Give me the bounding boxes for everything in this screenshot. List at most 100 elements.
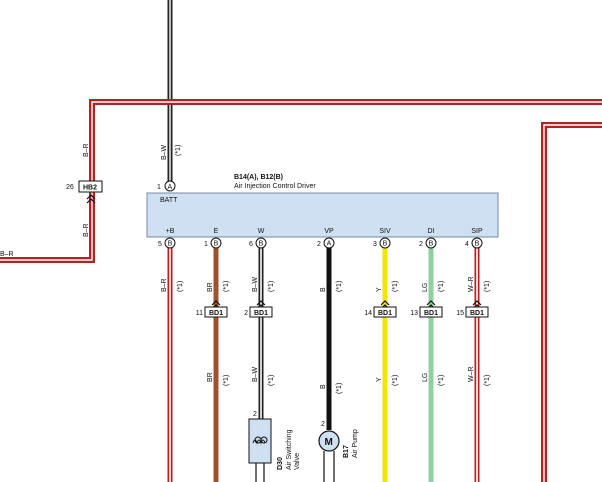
ecu-pin-letter: B — [383, 241, 388, 248]
wire-color-label: Y — [376, 287, 383, 292]
junction-wire-label: Y — [376, 377, 383, 382]
right-border-wire — [541, 122, 602, 482]
ecu-pin-letter: B — [429, 241, 434, 248]
pin-circle — [471, 237, 483, 249]
pin-circle — [425, 237, 437, 249]
pin-circle — [210, 237, 222, 249]
wire-color-label: LG — [422, 283, 429, 292]
vp-wire-lower-label: B — [320, 384, 327, 389]
junction-box — [249, 306, 273, 318]
junction-box — [419, 306, 443, 318]
batt-pin-marker: A — [164, 180, 176, 192]
ecu-pin-letter: B — [475, 241, 480, 248]
junction-pin-number: 2 — [244, 310, 248, 317]
valve-code: D30 — [277, 457, 284, 470]
wire-color-label: BR — [207, 282, 214, 292]
ecu-pin-number: 1 — [204, 241, 208, 248]
pin-circle — [255, 237, 267, 249]
ecu-box — [146, 192, 499, 238]
ecu-pin-letter: A — [327, 241, 332, 248]
hb2-wire-top-label: B–R — [83, 143, 90, 157]
junction-wire-label: W–R — [468, 366, 475, 382]
ecu-name: Air Injection Control Driver — [234, 183, 316, 190]
wire-color-label: W–R — [468, 276, 475, 292]
junction-wire-ref: (*1) — [438, 375, 445, 386]
bd1-junction: BD1 15W–R (*1) — [456, 300, 491, 386]
ecu-code: B14(A), B12(B) — [234, 174, 283, 181]
vp-wire-lower-ref: (*1) — [336, 383, 343, 394]
junction-name: BD1 — [378, 310, 392, 317]
valve-name-line2: Valve — [294, 453, 301, 470]
ecu-pin-number: 4 — [465, 241, 469, 248]
motor-symbol: M — [325, 437, 333, 448]
pump-pin-number: 2 — [321, 421, 325, 428]
wire-ref-label: (*1) — [177, 281, 184, 292]
ecu-pin-label: SIV — [379, 228, 391, 235]
wire-color-label: B–R — [161, 278, 168, 292]
valve-name-line1: Air Switching — [286, 429, 293, 470]
junction-wire-label: BR — [207, 372, 214, 382]
junction-box — [373, 306, 397, 318]
junction-wire-label: B–W — [252, 366, 259, 382]
junction-box — [465, 306, 489, 318]
pin-circle — [164, 237, 176, 249]
junction-pin-number: 14 — [364, 310, 372, 317]
ecu-pin-number: 3 — [373, 241, 377, 248]
junction-wire-ref: (*1) — [484, 375, 491, 386]
pin-circle — [379, 237, 391, 249]
batt-pin-number: 1 — [157, 184, 161, 191]
wire-ref-label: (*1) — [484, 281, 491, 292]
ecu-pin-label: SIP — [471, 228, 483, 235]
ecu-pin-label: VP — [324, 228, 334, 235]
wire-ref-label: (*1) — [336, 281, 343, 292]
ecu-pin-number: 2 — [317, 241, 321, 248]
left-wire-label: B–R — [0, 251, 14, 258]
pin-circle — [323, 237, 335, 249]
hb2-pin-number: 26 — [66, 184, 74, 191]
pump-code: B17 — [343, 445, 350, 458]
junction-wire-label: LG — [422, 373, 429, 382]
batt-wire-label: B–W — [161, 144, 168, 160]
junction-pin-number: 15 — [456, 310, 464, 317]
junction-name: BD1 — [470, 310, 484, 317]
hb2-connector-name: HB2 — [83, 185, 97, 192]
wire-ref-label: (*1) — [268, 281, 275, 292]
junction-wire-ref: (*1) — [223, 375, 230, 386]
wire-color-label: B–W — [252, 276, 259, 292]
air-pump-motor: M — [318, 430, 340, 482]
junction-name: BD1 — [254, 310, 268, 317]
junction-name: BD1 — [424, 310, 438, 317]
ecu-pin-label: +B — [166, 228, 175, 235]
ecu-pin-letter: B — [259, 241, 264, 248]
ecu-pin-number: 6 — [249, 241, 253, 248]
pump-name: Air Pump — [352, 429, 359, 458]
hb2-connector: HB2 — [78, 180, 103, 204]
bd1-junction: BD1 14Y (*1) — [364, 300, 399, 386]
wire-ref-label: (*1) — [438, 281, 445, 292]
batt-wire-ref: (*1) — [175, 145, 182, 156]
junction-pin-number: 13 — [410, 310, 418, 317]
ecu-batt-label: BATT — [160, 197, 178, 204]
wire-color-label: B — [320, 287, 327, 292]
junction-name: BD1 — [209, 310, 223, 317]
hb2-wire-bottom-label: B–R — [83, 223, 90, 237]
air-switching-valve — [248, 418, 272, 482]
wire-ref-label: (*1) — [392, 281, 399, 292]
junction-wire-ref: (*1) — [392, 375, 399, 386]
ecu-pin-number: 2 — [419, 241, 423, 248]
ecu-pin-number: 5 — [158, 241, 162, 248]
batt-pin-letter: A — [168, 184, 173, 191]
junction-pin-number: 11 — [196, 310, 203, 317]
ecu-pin-label: E — [214, 228, 219, 235]
